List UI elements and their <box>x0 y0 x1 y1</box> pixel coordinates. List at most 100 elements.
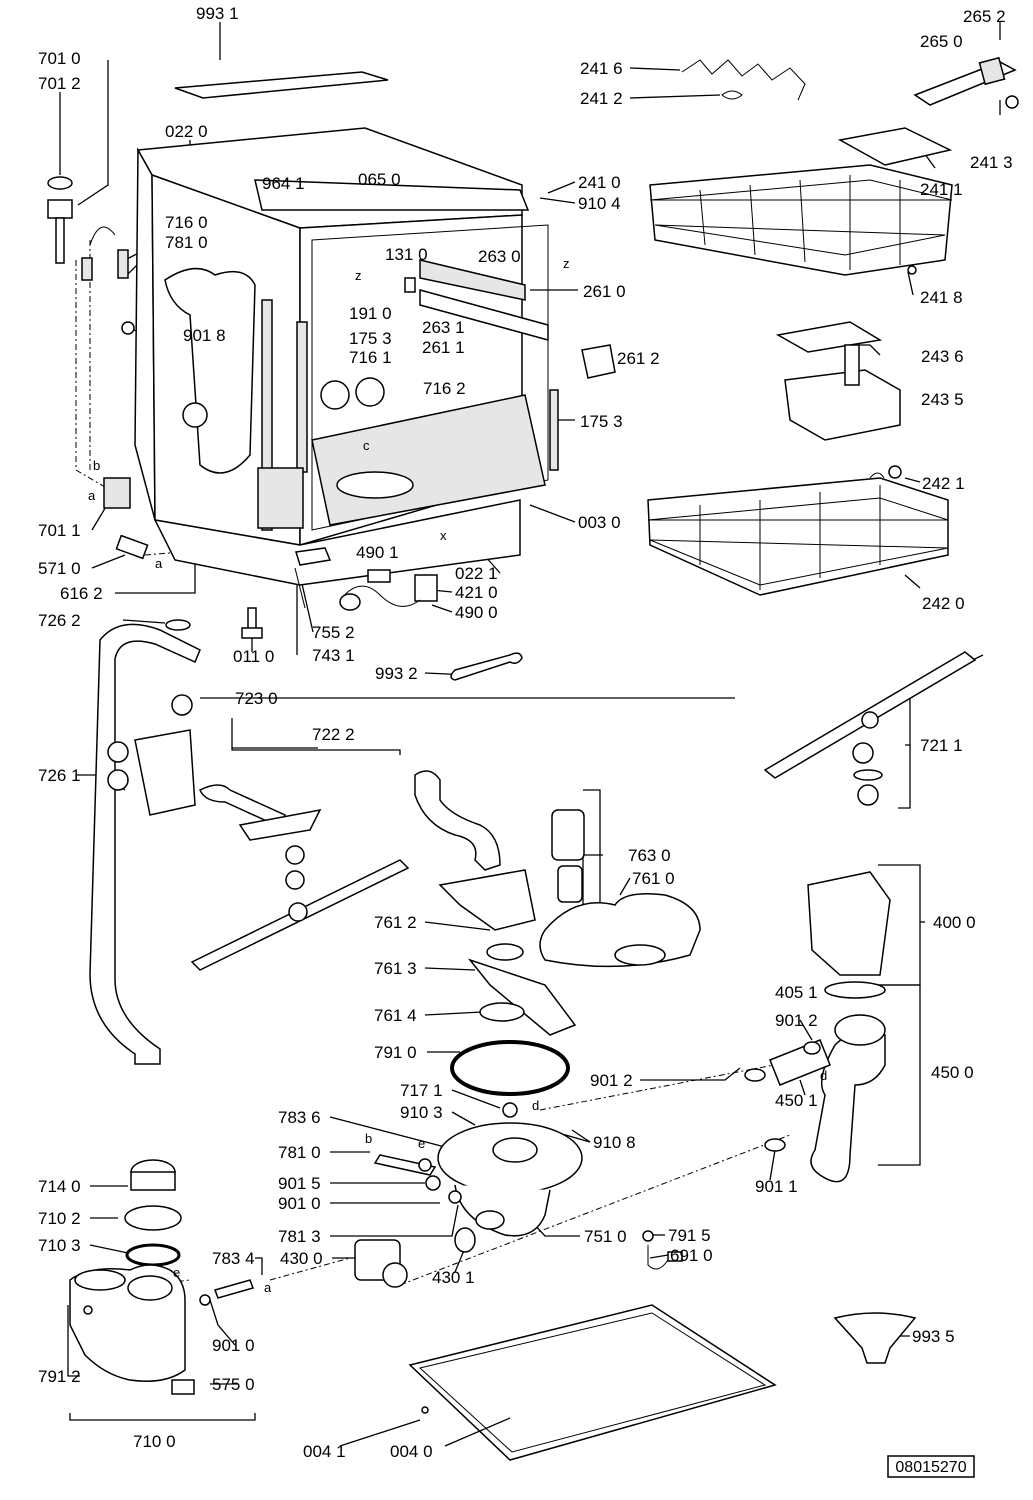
filter-cylinder <box>551 809 585 861</box>
part-label: 175 3 <box>349 329 392 348</box>
part-label: 065 0 <box>358 170 401 189</box>
part-shapes <box>47 56 1019 1461</box>
part-label: 901 2 <box>775 1011 818 1030</box>
gasket-716-0 <box>164 267 256 474</box>
marker-x: x <box>440 528 447 543</box>
part-label: 265 2 <box>963 7 1006 26</box>
part-label: 263 1 <box>422 318 465 337</box>
marker-a2: a <box>155 556 163 571</box>
marker-b1: b <box>93 458 100 473</box>
part-label: 701 0 <box>38 49 81 68</box>
part-label: 241 1 <box>920 180 963 199</box>
part-label: 721 1 <box>920 736 963 755</box>
part-label: 726 1 <box>38 766 81 785</box>
part-label: 571 0 <box>38 559 81 578</box>
part-label: 242 1 <box>922 474 965 493</box>
part-label: 022 0 <box>165 122 208 141</box>
part-label: 761 0 <box>632 869 675 888</box>
part-label: 405 1 <box>775 983 818 1002</box>
part-label: 964 1 <box>262 174 305 193</box>
part-label: 781 0 <box>278 1143 321 1162</box>
part-label: 993 5 <box>912 1327 955 1346</box>
part-label: 241 8 <box>920 288 963 307</box>
part-label: 175 3 <box>580 412 623 431</box>
marker-b2: b <box>365 1131 372 1146</box>
part-label: 011 0 <box>233 647 274 666</box>
part-label: 716 1 <box>349 348 392 367</box>
part-label: 761 4 <box>374 1006 417 1025</box>
part-label: 716 0 <box>165 213 208 232</box>
part-label: 910 3 <box>400 1103 443 1122</box>
part-label: 004 0 <box>390 1442 433 1461</box>
marker-z2: z <box>563 256 570 271</box>
part-label: 003 0 <box>578 513 621 532</box>
part-label: 751 0 <box>584 1227 627 1246</box>
part-label: 763 0 <box>628 846 671 865</box>
marker-d2: d <box>532 1098 539 1113</box>
part-label: 450 0 <box>931 1063 974 1082</box>
part-label: 241 3 <box>970 153 1013 172</box>
part-label: 714 0 <box>38 1177 81 1196</box>
part-label: 022 1 <box>455 564 498 583</box>
part-label: 783 4 <box>212 1249 255 1268</box>
part-label: 265 0 <box>920 32 963 51</box>
part-label: 490 1 <box>356 543 399 562</box>
part-label: 701 1 <box>38 521 81 540</box>
base-frame <box>408 1304 777 1461</box>
salt-funnel <box>833 1312 917 1364</box>
supply-pipe <box>89 623 201 1065</box>
part-label: 004 1 <box>303 1442 346 1461</box>
part-label: 191 0 <box>349 304 392 323</box>
lower-basket <box>647 477 949 596</box>
part-label: 421 0 <box>455 583 498 602</box>
reference-code-box: 08015270 <box>887 1455 975 1478</box>
reference-code: 08015270 <box>895 1459 966 1476</box>
marker-d1: d <box>820 1068 827 1083</box>
upper-basket <box>649 164 953 276</box>
part-label: 241 0 <box>578 173 621 192</box>
part-label: 993 1 <box>196 4 239 23</box>
part-label: 781 3 <box>278 1227 321 1246</box>
marker-e1: e <box>418 1136 425 1151</box>
part-label: 901 1 <box>755 1177 798 1196</box>
cutlery-basket <box>784 369 901 441</box>
marker-a3: a <box>264 1280 272 1295</box>
letter-markers: z z c b a a x d d b e e a <box>88 256 827 1295</box>
part-label: 243 5 <box>921 390 964 409</box>
marker-e2: e <box>173 1265 180 1280</box>
part-label: 710 0 <box>133 1432 176 1451</box>
part-label: 450 1 <box>775 1091 818 1110</box>
part-label: 241 6 <box>580 59 623 78</box>
part-label: 722 2 <box>312 725 355 744</box>
part-label: 131 0 <box>385 245 428 264</box>
part-label: 723 0 <box>235 689 278 708</box>
part-label: 791 2 <box>38 1367 81 1386</box>
rail-261-0 <box>419 289 549 341</box>
part-label: 241 2 <box>580 89 623 108</box>
part-label: 400 0 <box>933 913 976 932</box>
part-label: 691 0 <box>670 1246 713 1265</box>
part-label: 710 3 <box>38 1236 81 1255</box>
part-label: 791 0 <box>374 1043 417 1062</box>
cutlery-lid <box>775 321 883 353</box>
top-strip-part <box>174 71 389 99</box>
drain-pump <box>807 871 891 976</box>
seal-ring <box>450 1040 570 1096</box>
part-label: 261 1 <box>422 338 465 357</box>
part-label: 701 2 <box>38 74 81 93</box>
part-label: 901 2 <box>590 1071 633 1090</box>
part-label: 761 2 <box>374 913 417 932</box>
part-label: 717 1 <box>400 1081 443 1100</box>
part-label: 993 2 <box>375 664 418 683</box>
part-label: 761 3 <box>374 959 417 978</box>
marker-z1: z <box>355 268 362 283</box>
part-label: 616 2 <box>60 584 103 603</box>
marker-a1: a <box>88 488 96 503</box>
part-label: 263 0 <box>478 247 521 266</box>
part-label: 726 2 <box>38 611 81 630</box>
part-label: 901 5 <box>278 1174 321 1193</box>
marker-c: c <box>363 438 370 453</box>
part-label: 791 5 <box>668 1226 711 1245</box>
part-label: 901 0 <box>278 1194 321 1213</box>
part-label: 430 1 <box>432 1268 475 1287</box>
